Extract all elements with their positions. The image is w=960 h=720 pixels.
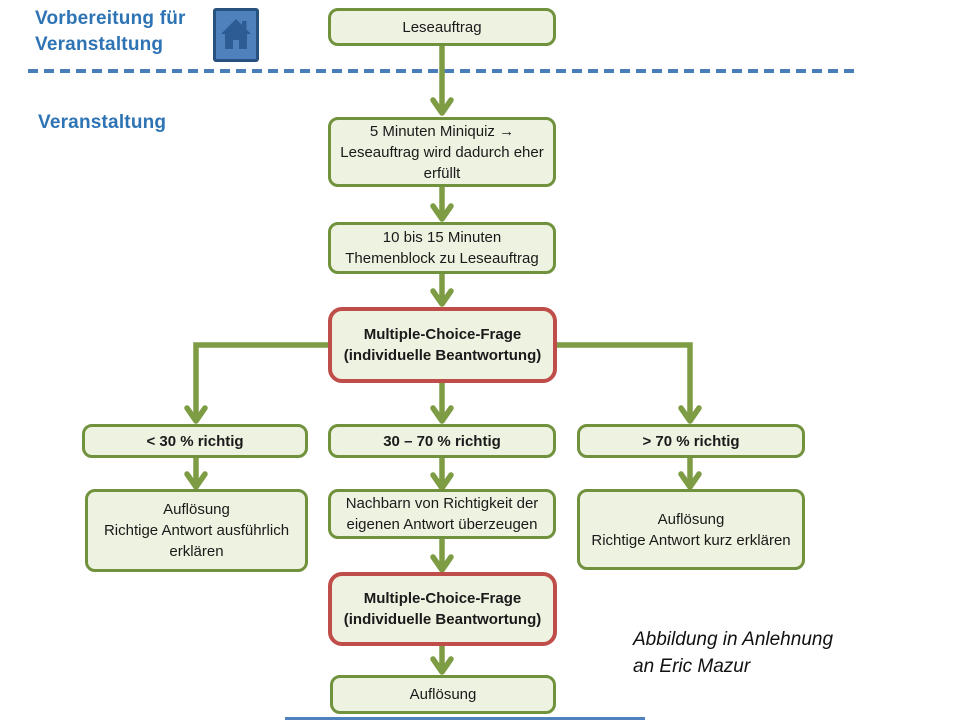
arrow-nachbarn-to-mcfrage2 <box>430 539 454 573</box>
arrow-themenblock-to-mcfrage1 <box>430 274 454 307</box>
event-heading: Veranstaltung <box>38 112 167 133</box>
section-divider-dashed-line <box>28 69 858 73</box>
home-button[interactable] <box>213 8 259 62</box>
node-nachbarn-ueberzeugen: Nachbarn von Richtigkeit der eigenen Ant… <box>328 489 556 539</box>
node-aufloesung-ausfuehrlich: Auflösung Richtige Antwort ausführlich e… <box>85 489 308 572</box>
node-miniquiz: 5 Minuten Miniquiz → Leseauftrag wird da… <box>328 117 556 187</box>
arrow-mcfrage2-to-aufloesung <box>430 646 454 675</box>
arrow-unter30-to-aufloesung <box>184 458 208 490</box>
arrow-leseauftrag-to-miniquiz <box>430 46 454 116</box>
bottom-edge-line <box>285 717 645 720</box>
arrow-ueber70-to-aufloesung <box>678 458 702 490</box>
home-icon <box>219 15 253 55</box>
elbow-mcfrage1-to-links <box>184 342 330 424</box>
node-themenblock: 10 bis 15 Minuten Themenblock zu Leseauf… <box>328 222 556 274</box>
node-aufloesung-kurz: Auflösung Richtige Antwort kurz erklären <box>577 489 805 570</box>
node-unter-30-prozent: < 30 % richtig <box>82 424 308 458</box>
preparation-heading: Vorbereitung für Veranstaltung <box>35 8 186 55</box>
arrow-3070-to-nachbarn <box>430 458 454 491</box>
node-leseauftrag: Leseauftrag <box>328 8 556 46</box>
node-multiple-choice-frage-1: Multiple-Choice-Frage (individuelle Bean… <box>328 307 557 383</box>
node-ueber-70-prozent: > 70 % richtig <box>577 424 805 458</box>
elbow-mcfrage1-to-rechts <box>555 342 702 424</box>
node-30-bis-70-prozent: 30 – 70 % richtig <box>328 424 556 458</box>
arrow-mcfrage1-to-mittig <box>430 383 454 424</box>
node-multiple-choice-frage-2: Multiple-Choice-Frage (individuelle Bean… <box>328 572 557 646</box>
node-aufloesung-final: Auflösung <box>330 675 556 714</box>
attribution-note: Abbildung in Anlehnung an Eric Mazur <box>633 629 834 677</box>
arrow-miniquiz-to-themenblock <box>430 187 454 222</box>
